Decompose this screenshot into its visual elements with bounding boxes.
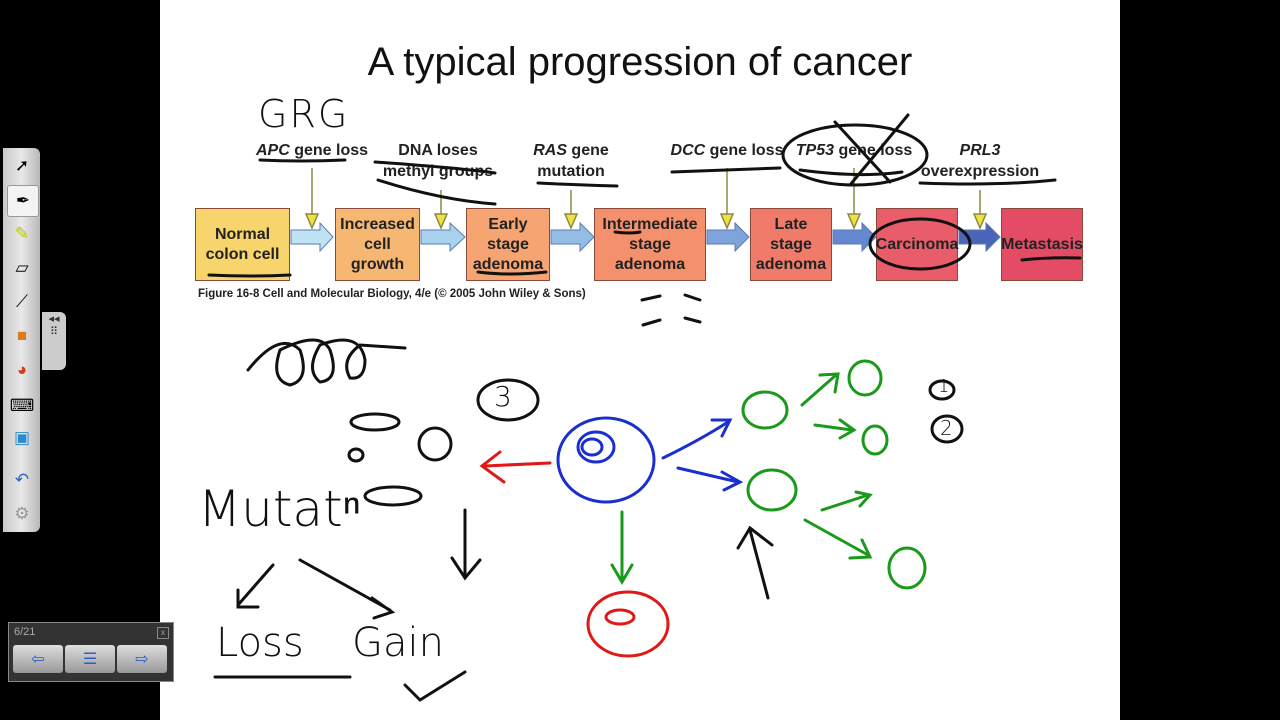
red-ink	[479, 450, 670, 658]
slide: A typical progression of cancer APC gene…	[160, 0, 1120, 720]
handwriting-gain: Gain	[352, 620, 444, 666]
figure-caption: Figure 16-8 Cell and Molecular Biology, …	[198, 288, 586, 300]
keyboard-icon[interactable]: ⌨	[9, 396, 35, 415]
shapes-icon[interactable]: ■	[16, 326, 28, 345]
event-apc: APC gene loss	[256, 140, 368, 161]
stage-label: Normal colon cell	[205, 225, 280, 263]
arrow-left-icon: ⇦	[31, 651, 45, 668]
flow-arrow-icon	[550, 221, 595, 253]
handwriting-number-2: 2	[940, 416, 953, 440]
previous-page-button[interactable]: ⇦	[13, 645, 63, 673]
annotation-ink	[207, 113, 1082, 702]
green-ink	[610, 359, 927, 590]
event-text: gene loss	[705, 142, 784, 159]
settings-icon[interactable]: ⚙	[14, 504, 30, 523]
event-gene: DCC	[670, 142, 706, 159]
event-gene: APC	[255, 142, 290, 159]
event-prl3: PRL3 overexpression	[915, 140, 1045, 182]
stage-label: Early stage adenoma	[472, 215, 544, 273]
next-page-button[interactable]: ⇨	[117, 645, 167, 673]
pen-icon[interactable]: ✒	[7, 185, 39, 217]
event-text: overexpression	[920, 163, 1040, 180]
page-menu-button[interactable]: ☰	[65, 645, 115, 673]
undo-icon[interactable]: ↶	[14, 470, 30, 489]
highlighter-icon[interactable]: ✎	[14, 224, 30, 243]
stage-label: Increased cell growth	[340, 215, 415, 273]
event-gene: RAS	[533, 142, 567, 159]
stage-late-adenoma: Late stage adenoma	[750, 208, 832, 281]
handwriting-loss: Loss	[216, 620, 304, 666]
stage-early-adenoma: Early stage adenoma	[466, 208, 550, 281]
magic-pen-icon[interactable]: ◕	[16, 360, 28, 379]
capture-icon[interactable]: ▣	[13, 428, 31, 447]
progression-arrows	[290, 221, 1001, 253]
stage-increased-cell-growth: Increased cell growth	[335, 208, 420, 281]
page-number: 6/21	[14, 626, 36, 638]
event-dna-methyl: DNA loses methyl groups	[373, 140, 503, 182]
page-list-icon: ☰	[82, 651, 98, 668]
event-dcc: DCC gene loss	[671, 140, 784, 161]
grid-icon: ⠿	[49, 326, 59, 338]
select-icon[interactable]: ➚	[14, 156, 30, 175]
smart-tools-toolbar: ➚ ✒ ✎ ▱ ⟋ ■ ◕ ⌨ ▣ ↶ ⚙	[3, 148, 40, 532]
event-ras: RAS gene mutation	[526, 140, 616, 182]
event-text: DNA loses methyl groups	[382, 142, 494, 180]
eraser-icon[interactable]: ▱	[15, 258, 29, 277]
black-ink	[207, 113, 1082, 702]
event-gene: PRL3	[959, 142, 1001, 159]
flow-arrow-icon	[290, 221, 334, 253]
handwriting-grg: GRG	[258, 92, 350, 136]
handwriting-number-1: 1	[938, 376, 950, 397]
collapse-icon: ◂◂	[48, 313, 60, 325]
stage-intermediate-adenoma: Intermediate stage adenoma	[594, 208, 706, 281]
handwriting-number-3: 3	[494, 380, 512, 413]
diagram-arrows	[290, 168, 1001, 253]
blue-ink	[556, 416, 744, 504]
event-gene: TP53	[795, 142, 834, 159]
slide-title: A typical progression of cancer	[367, 40, 913, 84]
handwriting-mutation: Mutatⁿ	[198, 480, 361, 538]
flow-arrow-icon	[420, 221, 466, 253]
flow-arrow-icon	[706, 221, 750, 253]
arrow-right-icon: ⇨	[135, 651, 149, 668]
stage-label: Metastasis	[1001, 235, 1083, 253]
stage-normal-colon-cell: Normal colon cell	[195, 208, 290, 281]
close-button[interactable]: x	[157, 627, 169, 639]
stage-label: Late stage adenoma	[755, 215, 827, 273]
event-arrows	[304, 168, 988, 230]
page-navigator: 6/21 x ⇦ ☰ ⇨	[8, 622, 174, 682]
stage-label: Intermediate stage adenoma	[602, 215, 698, 273]
event-text: gene mutation	[537, 142, 609, 180]
stage-carcinoma: Carcinoma	[876, 208, 958, 281]
toolbar-collapse-tab[interactable]: ◂◂⠿	[42, 312, 66, 370]
stage-label: Carcinoma	[875, 235, 959, 253]
event-text: gene loss	[289, 142, 369, 159]
line-icon[interactable]: ⟋	[16, 292, 28, 311]
stage-metastasis: Metastasis	[1001, 208, 1083, 281]
